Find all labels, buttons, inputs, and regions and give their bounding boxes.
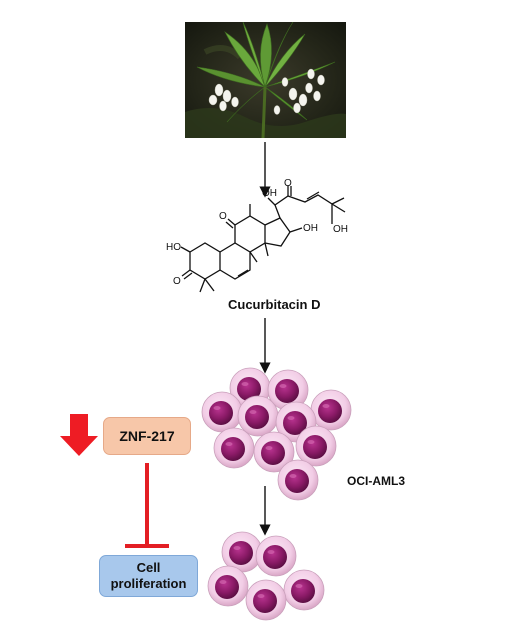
target-label: ZNF-217	[119, 428, 175, 444]
outcome-label-line1: Cell	[136, 560, 161, 575]
plant-photo	[185, 22, 346, 138]
target-box: ZNF-217	[103, 417, 191, 455]
cell-line-label: OCI-AML3	[347, 474, 405, 488]
cell-cluster-lower	[207, 531, 325, 621]
ketone-label-2: O	[219, 211, 227, 222]
oh-label-2: OH	[333, 224, 348, 235]
oh-label-1: OH	[262, 188, 277, 199]
outcome-label-line2: proliferation	[110, 576, 187, 591]
chemical-structure	[180, 186, 346, 293]
cell-cluster-upper	[201, 367, 352, 501]
outcome-box: Cell proliferation	[99, 555, 198, 597]
oh-label-3: OH	[303, 223, 318, 234]
ho-label: HO	[166, 242, 181, 253]
compound-name-label: Cucurbitacin D	[228, 297, 321, 312]
ketone-label-3: O	[173, 276, 181, 287]
down-arrow-icon	[60, 414, 98, 456]
ketone-label-1: O	[284, 178, 292, 189]
